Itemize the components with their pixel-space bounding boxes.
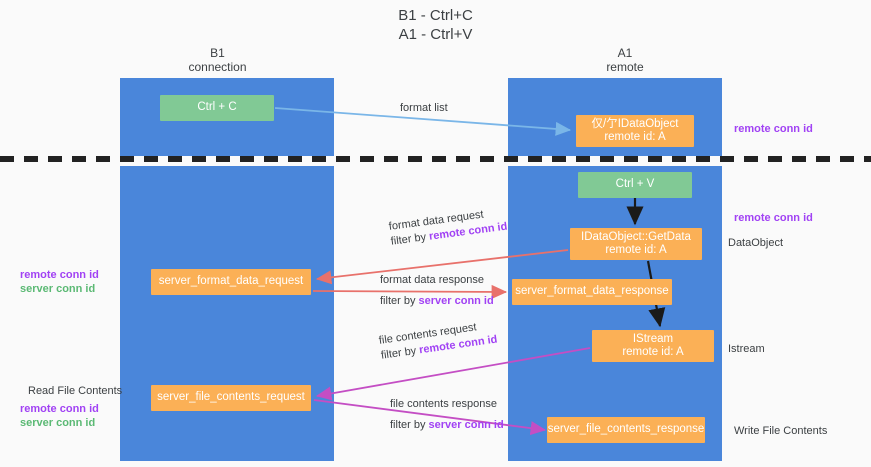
edge-label-format-data-response-line1: format data response	[380, 274, 484, 286]
node-idataobject-getdata-label: IDataObject::GetData	[581, 230, 691, 243]
node-server-file-contents-response[interactable]: server_file_contents_response	[547, 417, 705, 443]
node-server-format-data-request[interactable]: server_format_data_request	[151, 269, 311, 295]
filter-prefix: filter by	[390, 230, 430, 248]
annotation-ids-mid: remote conn id server conn id	[20, 268, 99, 296]
phase-divider	[0, 156, 871, 162]
node-idataobject-getdata[interactable]: IDataObject::GetData remote id: A	[570, 228, 702, 260]
node-server-file-contents-request[interactable]: server_file_contents_request	[151, 385, 311, 411]
annotation-ids-bottom-server: server conn id	[20, 417, 96, 429]
node-idataobject-sub: remote id: A	[604, 131, 666, 143]
node-server-format-data-request-label: server_format_data_request	[158, 275, 304, 288]
edge-label-format-list: format list	[400, 101, 448, 116]
diagram-title: B1 - Ctrl+C A1 - Ctrl+V	[0, 6, 871, 44]
edge-label-format-list-line1: format list	[400, 102, 448, 114]
node-istream[interactable]: IStream remote id: A	[592, 330, 714, 362]
lane-b1-bottom	[120, 166, 334, 461]
annotation-ids-mid-server: server conn id	[20, 283, 96, 295]
edge-label-format-data-request: format data request filter by remote con…	[388, 205, 508, 250]
node-idataobject-label: 仅/亇IDataObject	[591, 117, 679, 130]
node-ctrl-v[interactable]: Ctrl + V	[578, 172, 692, 198]
node-server-format-data-response[interactable]: server_format_data_response	[512, 279, 672, 305]
edge-label-file-contents-response-line1: file contents response	[390, 398, 498, 410]
filter-key-server-conn-id: server conn id	[418, 295, 494, 307]
title-line-2: A1 - Ctrl+V	[398, 26, 473, 43]
node-istream-label: IStream	[632, 332, 674, 345]
column-header-a1: A1 remote	[550, 46, 700, 74]
annotation-read-file-contents: Read File Contents	[28, 385, 123, 397]
filter-prefix: filter by	[390, 419, 429, 431]
annotation-dataobject: DataObject	[728, 237, 784, 249]
edge-label-file-contents-response-line2: filter by server conn id	[390, 418, 504, 433]
column-header-b1-role: connection	[188, 60, 247, 74]
edge-label-format-data-response: format data response filter by server co…	[380, 273, 494, 309]
node-server-file-contents-request-label: server_file_contents_request	[157, 391, 305, 404]
filter-prefix: filter by	[380, 295, 419, 307]
node-server-format-data-response-label: server_format_data_response	[515, 285, 669, 298]
annotation-remote-conn-id-top: remote conn id	[734, 123, 813, 135]
column-header-a1-role: remote	[606, 60, 644, 74]
node-idataobject[interactable]: 仅/亇IDataObject remote id: A	[576, 115, 694, 147]
annotation-remote-conn-id-mid: remote conn id	[734, 212, 813, 224]
node-ctrl-c-label: Ctrl + C	[197, 101, 237, 114]
annotation-ids-mid-remote: remote conn id	[20, 269, 99, 281]
edge-label-file-contents-response: file contents response filter by server …	[390, 397, 504, 433]
annotation-ids-bottom: remote conn id server conn id	[20, 402, 99, 430]
column-header-b1: B1 connection	[150, 46, 285, 74]
column-header-b1-name: B1	[210, 46, 225, 60]
edge-label-file-contents-request: file contents request filter by remote c…	[378, 318, 498, 364]
edge-label-format-data-response-line2: filter by server conn id	[380, 294, 494, 309]
title-line-1: B1 - Ctrl+C	[398, 7, 473, 24]
column-header-a1-name: A1	[617, 46, 633, 60]
annotation-ids-bottom-remote: remote conn id	[20, 403, 99, 415]
annotation-write-file-contents: Write File Contents	[734, 425, 828, 437]
annotation-istream: Istream	[728, 343, 765, 355]
node-idataobject-getdata-sub: remote id: A	[605, 244, 667, 256]
node-istream-sub: remote id: A	[622, 346, 684, 358]
node-ctrl-c[interactable]: Ctrl + C	[160, 95, 274, 121]
node-ctrl-v-label: Ctrl + V	[615, 178, 655, 191]
filter-prefix: filter by	[380, 344, 421, 362]
filter-key-server-conn-id: server conn id	[428, 419, 504, 431]
node-server-file-contents-response-label: server_file_contents_response	[547, 423, 705, 436]
